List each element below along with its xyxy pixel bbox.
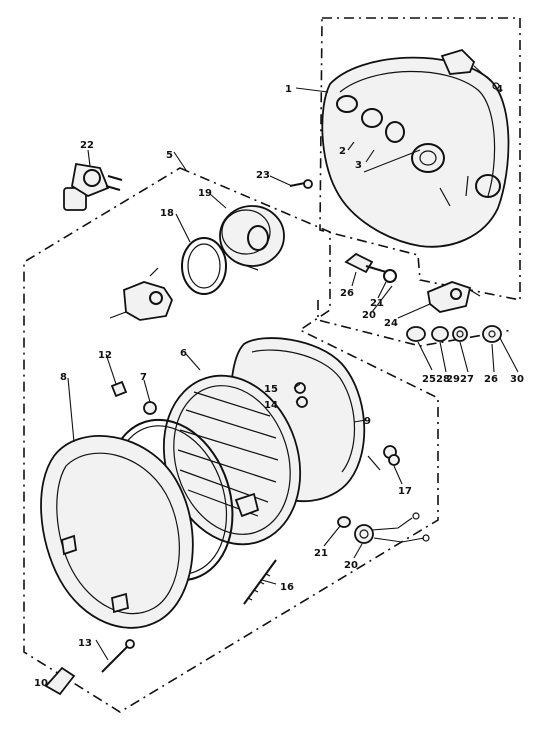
callout-7: 7 [140,372,147,383]
callout-21-upper: 21 [370,298,384,309]
rubber-ring [181,237,227,295]
callout-22: 22 [80,140,94,151]
callout-5: 5 [166,150,173,161]
socket-cover [219,205,285,271]
callout-15: 15 [264,384,278,395]
cable-clip [440,48,500,90]
callout-25: 25 [422,374,436,385]
housing-group-outline [319,17,521,301]
callout-16: 16 [280,582,294,593]
callout-26-upper: 26 [340,288,354,299]
screw-12 [110,380,128,398]
callout-23: 23 [256,170,270,181]
callout-6: 6 [180,348,187,359]
callout-19: 19 [198,188,212,199]
wire-connector-20-lower [354,512,430,544]
mount-bracket [426,281,481,313]
bushing-row [406,325,502,343]
callout-10: 10 [34,678,48,689]
callout-30: 30 [510,374,524,385]
screw-17 [388,454,400,466]
clip-10 [44,666,76,696]
bracket-group-outline [317,300,513,347]
adjusting-screw-16 [243,559,277,605]
sealed-beam-lens [162,374,302,546]
callout-20-lower: 20 [344,560,358,571]
adjusting-screw-23 [289,179,313,189]
callout-14: 14 [264,400,278,411]
bulb-socket [109,267,174,321]
callout-18: 18 [160,208,174,219]
callout-20-upper: 20 [362,310,376,321]
callout-8: 8 [60,372,67,383]
callout-9: 9 [364,416,371,427]
callout-27: 27 [460,374,474,385]
callout-28: 28 [436,374,450,385]
mount-bolt-upper [344,252,397,283]
callout-labels: 1 2 3 4 5 6 7 8 9 10 12 13 14 15 16 17 1… [34,84,524,689]
callout-2: 2 [339,146,346,157]
callout-29: 29 [446,374,460,385]
callout-26-lower: 26 [484,374,498,385]
callout-4: 4 [496,84,503,95]
leader-lines [67,87,519,661]
callout-24: 24 [384,318,398,329]
callout-3: 3 [355,160,362,171]
clip-screw-13 [101,639,135,673]
headlight-unit-group-outline [23,167,439,713]
callout-21-lower: 21 [314,548,328,559]
callout-17: 17 [398,486,412,497]
callout-1: 1 [285,84,292,95]
small-screw-21-lower [337,516,351,528]
headlight-outer-rim [40,435,194,629]
callout-13: 13 [78,638,92,649]
headlight-bulb [63,162,123,211]
callout-12: 12 [98,350,112,361]
